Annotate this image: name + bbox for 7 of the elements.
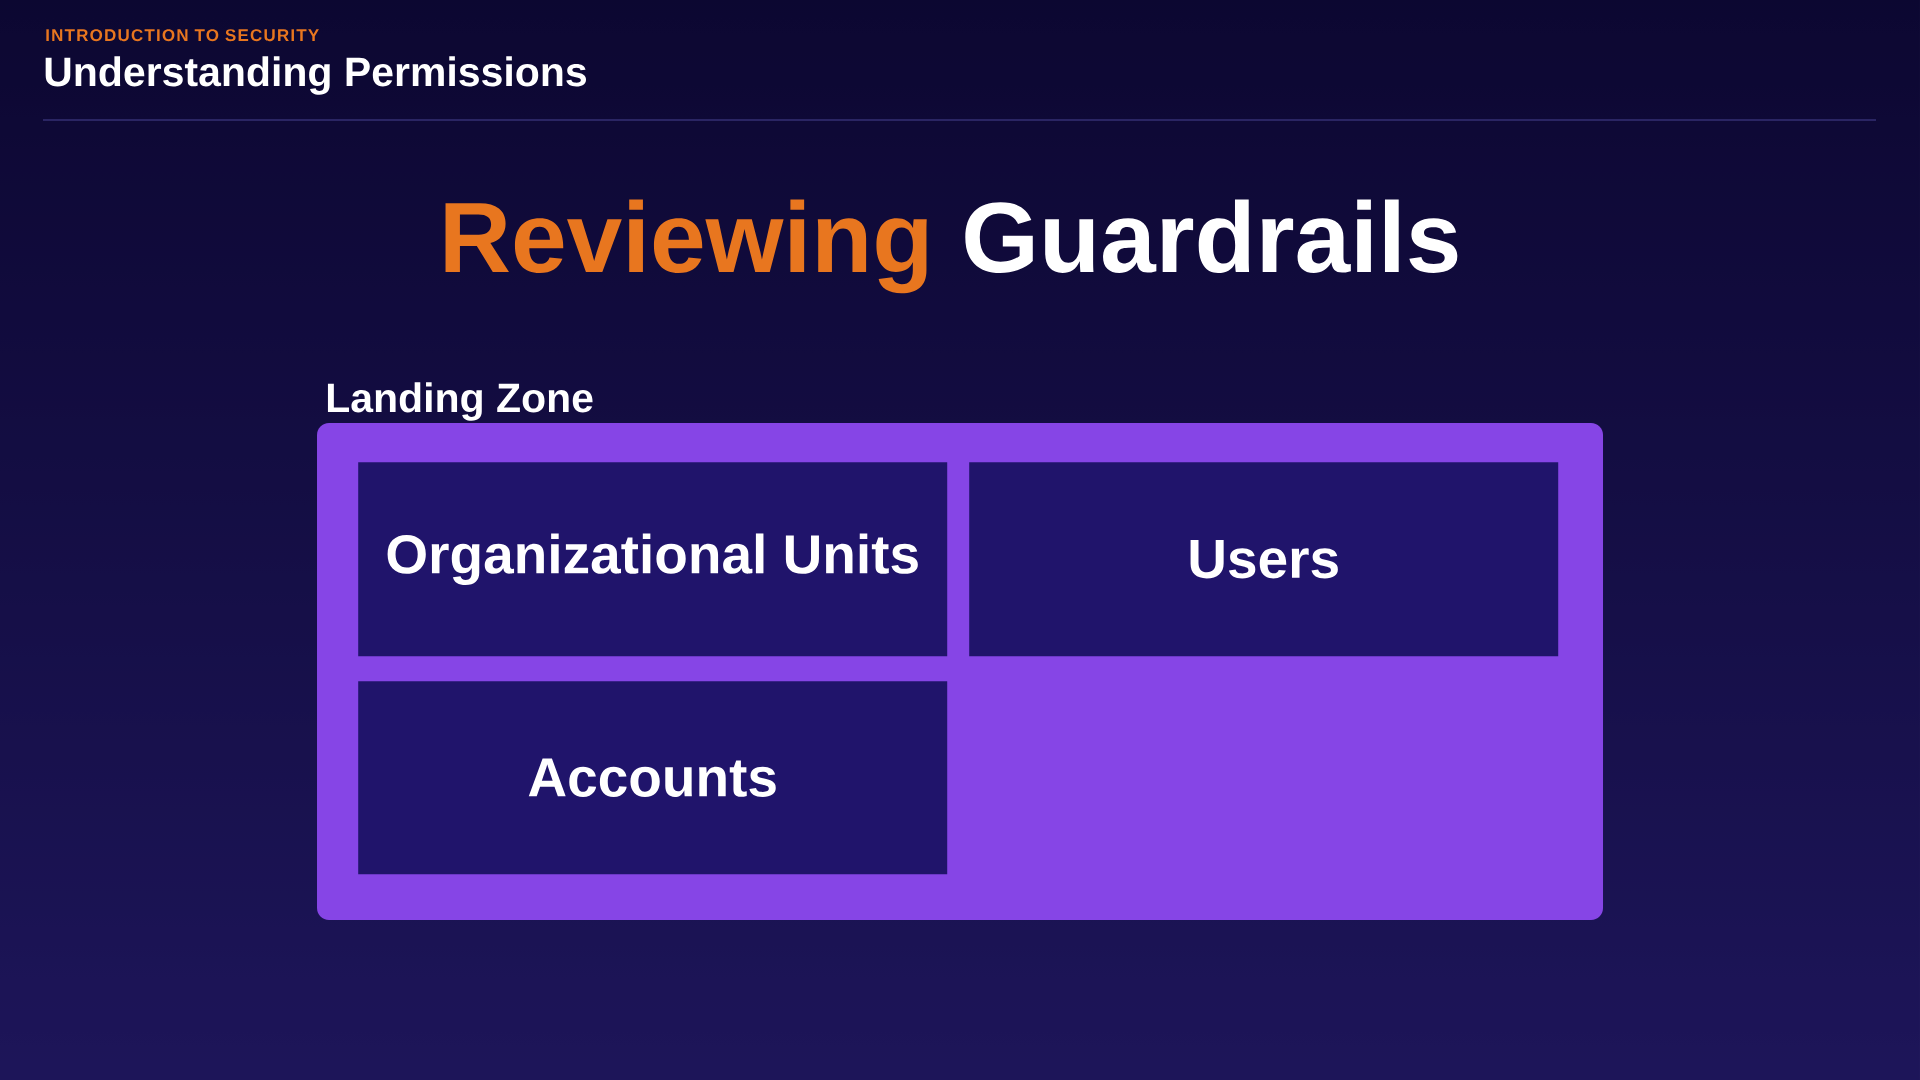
slide-subtitle: Understanding Permissions <box>45 56 586 95</box>
section-label: INTRODUCTION TO SECURITY <box>46 29 319 42</box>
item-box: Accounts <box>358 681 948 875</box>
slide-title: Reviewing Guardrails <box>445 199 1458 294</box>
item-box: Users <box>969 462 1559 657</box>
box-heading: Landing Zone <box>327 382 593 421</box>
item-box: Organizational Units <box>358 462 948 657</box>
